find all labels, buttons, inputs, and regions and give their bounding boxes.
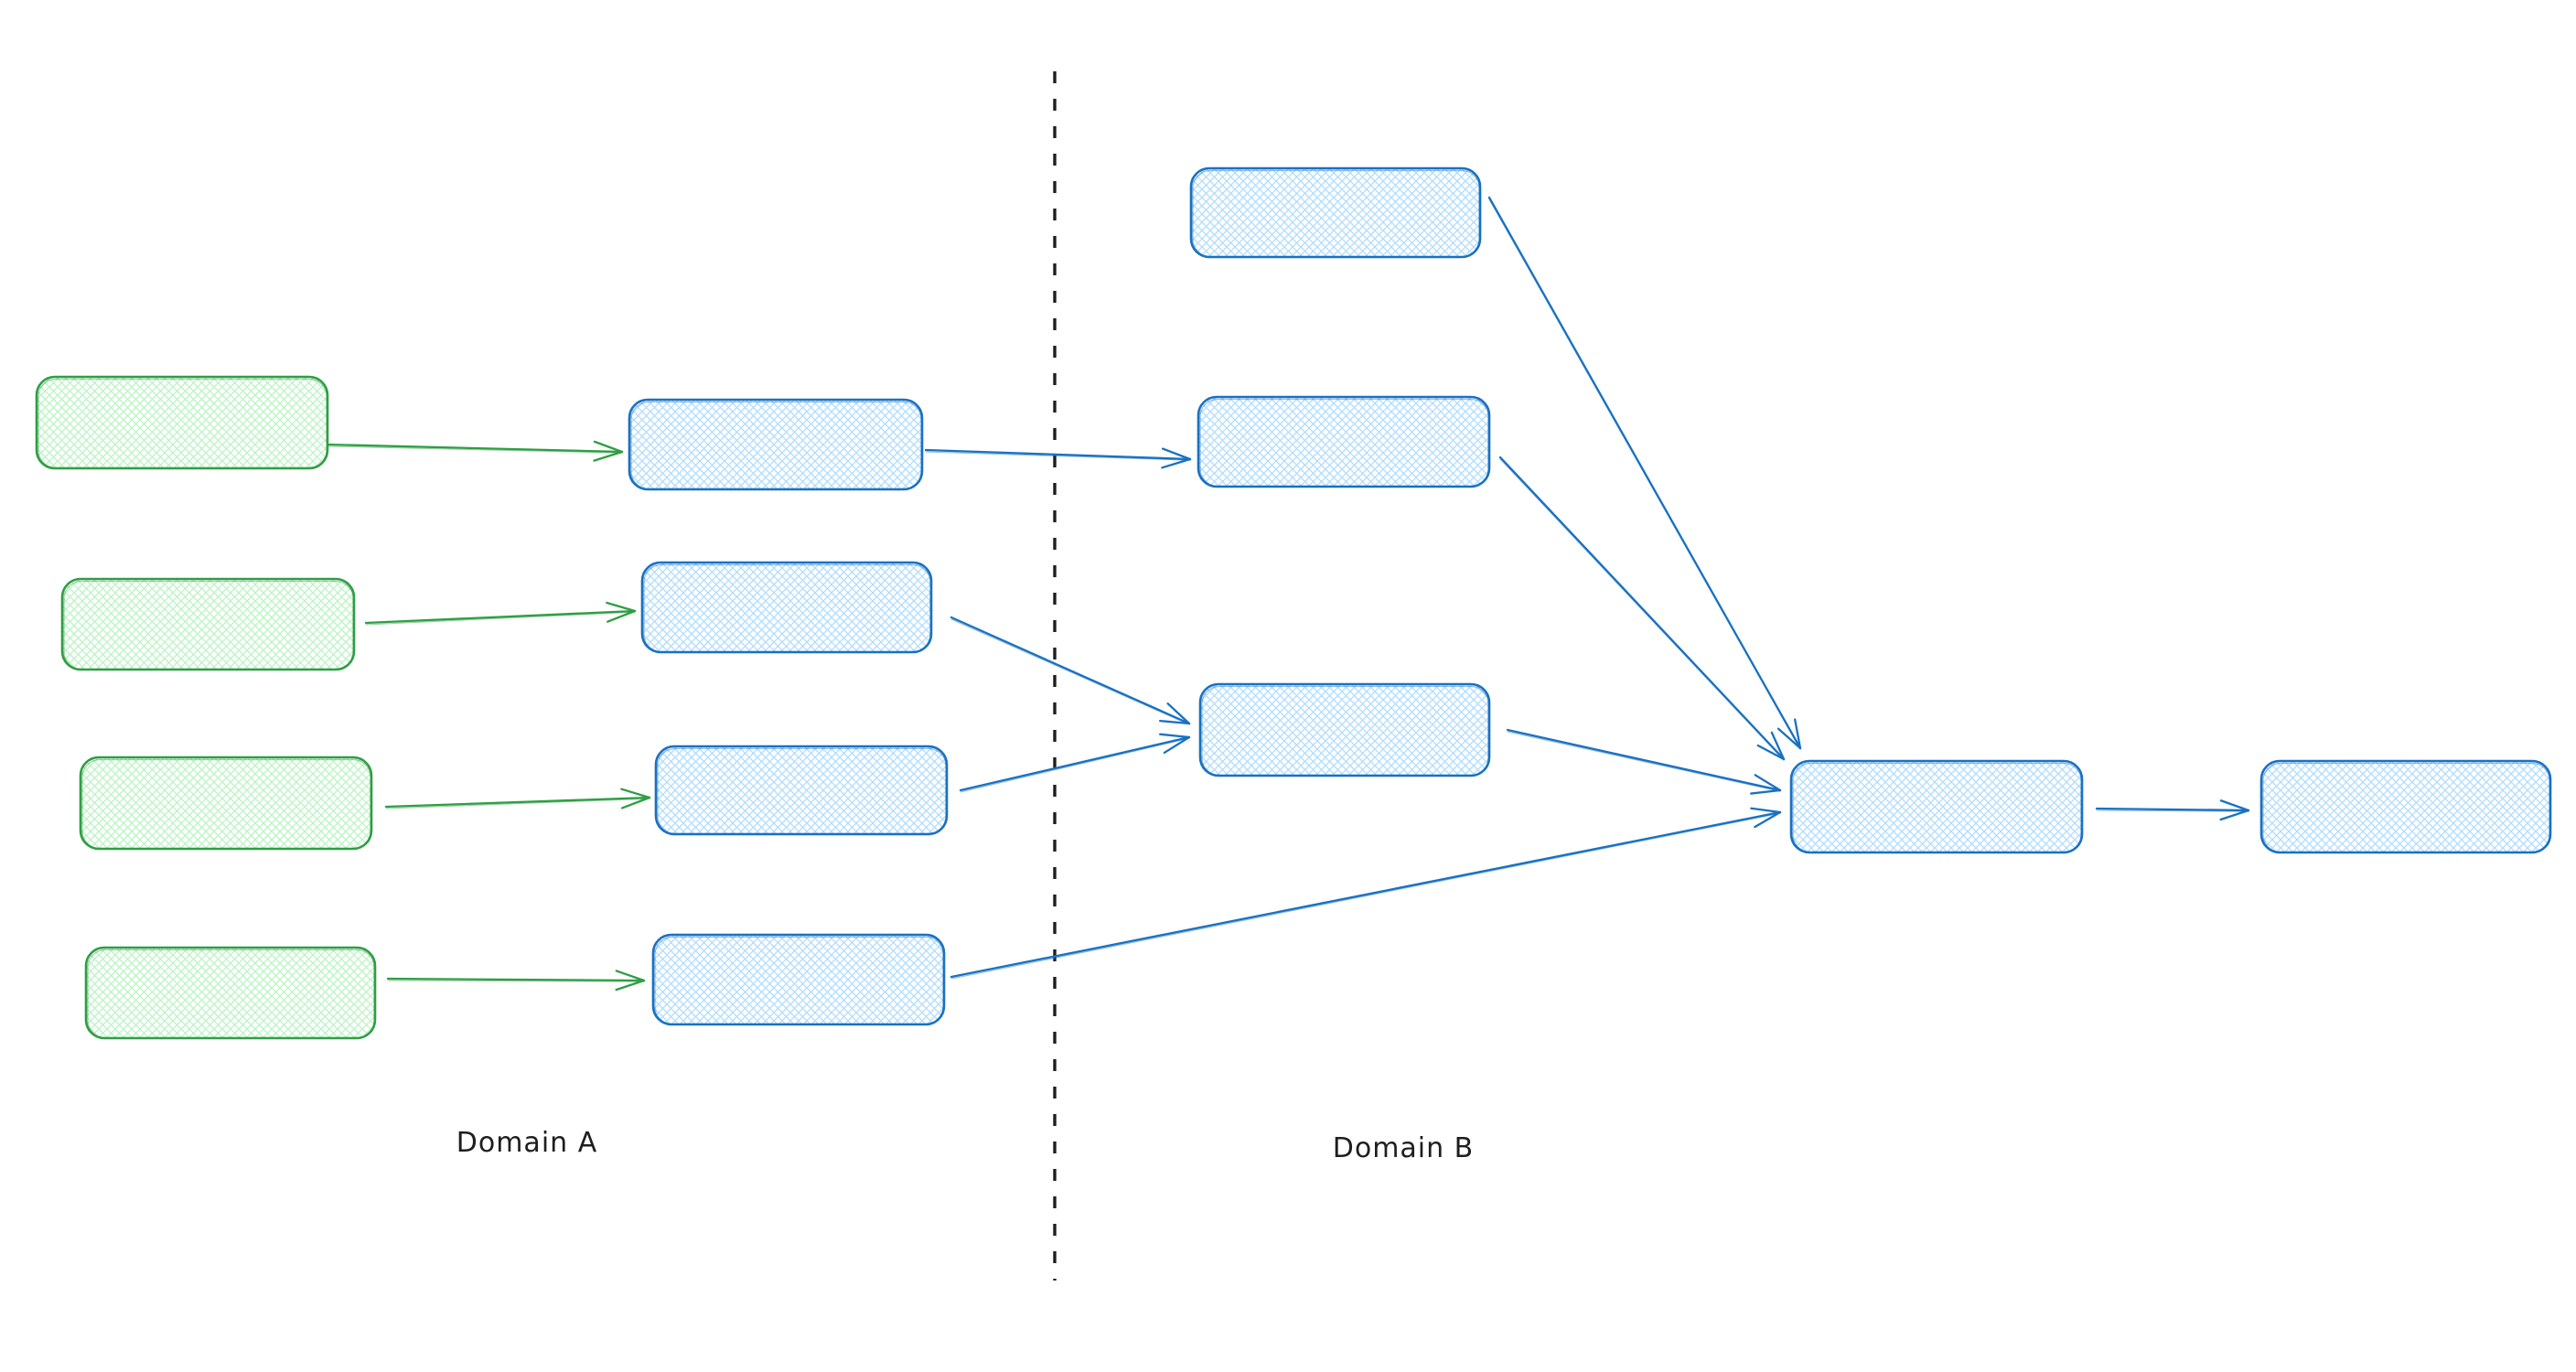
node-domain-a-source-4 [84, 946, 377, 1040]
arrow-domain-a-stage-4-to-domain-b-hub [950, 807, 1782, 980]
arrow-domain-a-source-4-to-domain-a-stage-4 [386, 970, 646, 991]
arrow-domain-a-source-3-to-domain-a-stage-3 [384, 788, 651, 809]
node-domain-a-stage-3 [654, 745, 949, 836]
arrow-domain-b-node-3-to-domain-b-hub [1506, 728, 1782, 795]
node-domain-a-stage-2 [640, 561, 933, 654]
arrow-domain-b-node-1-to-domain-b-hub [1487, 196, 1802, 750]
node-domain-a-source-3 [79, 756, 373, 851]
arrow-domain-a-stage-2-to-domain-b-node-3 [950, 616, 1191, 725]
arrow-domain-b-hub-to-domain-b-output [2095, 799, 2250, 821]
node-domain-b-node-3 [1198, 682, 1491, 777]
node-domain-b-node-1 [1189, 166, 1482, 259]
arrow-domain-a-source-2-to-domain-a-stage-2 [364, 601, 637, 626]
arrow-domain-b-node-2-to-domain-b-hub [1498, 456, 1786, 761]
arrow-domain-a-source-1-to-domain-a-stage-1 [326, 440, 624, 462]
node-domain-b-hub [1789, 759, 2084, 854]
node-domain-a-source-1 [35, 375, 329, 470]
node-domain-a-stage-4 [651, 933, 946, 1026]
domain-a-label: Domain A [456, 1127, 598, 1159]
node-domain-b-node-2 [1197, 395, 1491, 488]
node-domain-a-stage-1 [628, 398, 924, 491]
node-domain-a-source-2 [60, 577, 356, 671]
domain-b-label: Domain B [1332, 1132, 1475, 1164]
node-domain-b-output [2259, 759, 2552, 854]
arrow-domain-a-stage-3-to-domain-b-node-3 [959, 733, 1191, 793]
arrow-domain-a-stage-1-to-domain-b-node-2 [924, 447, 1192, 469]
